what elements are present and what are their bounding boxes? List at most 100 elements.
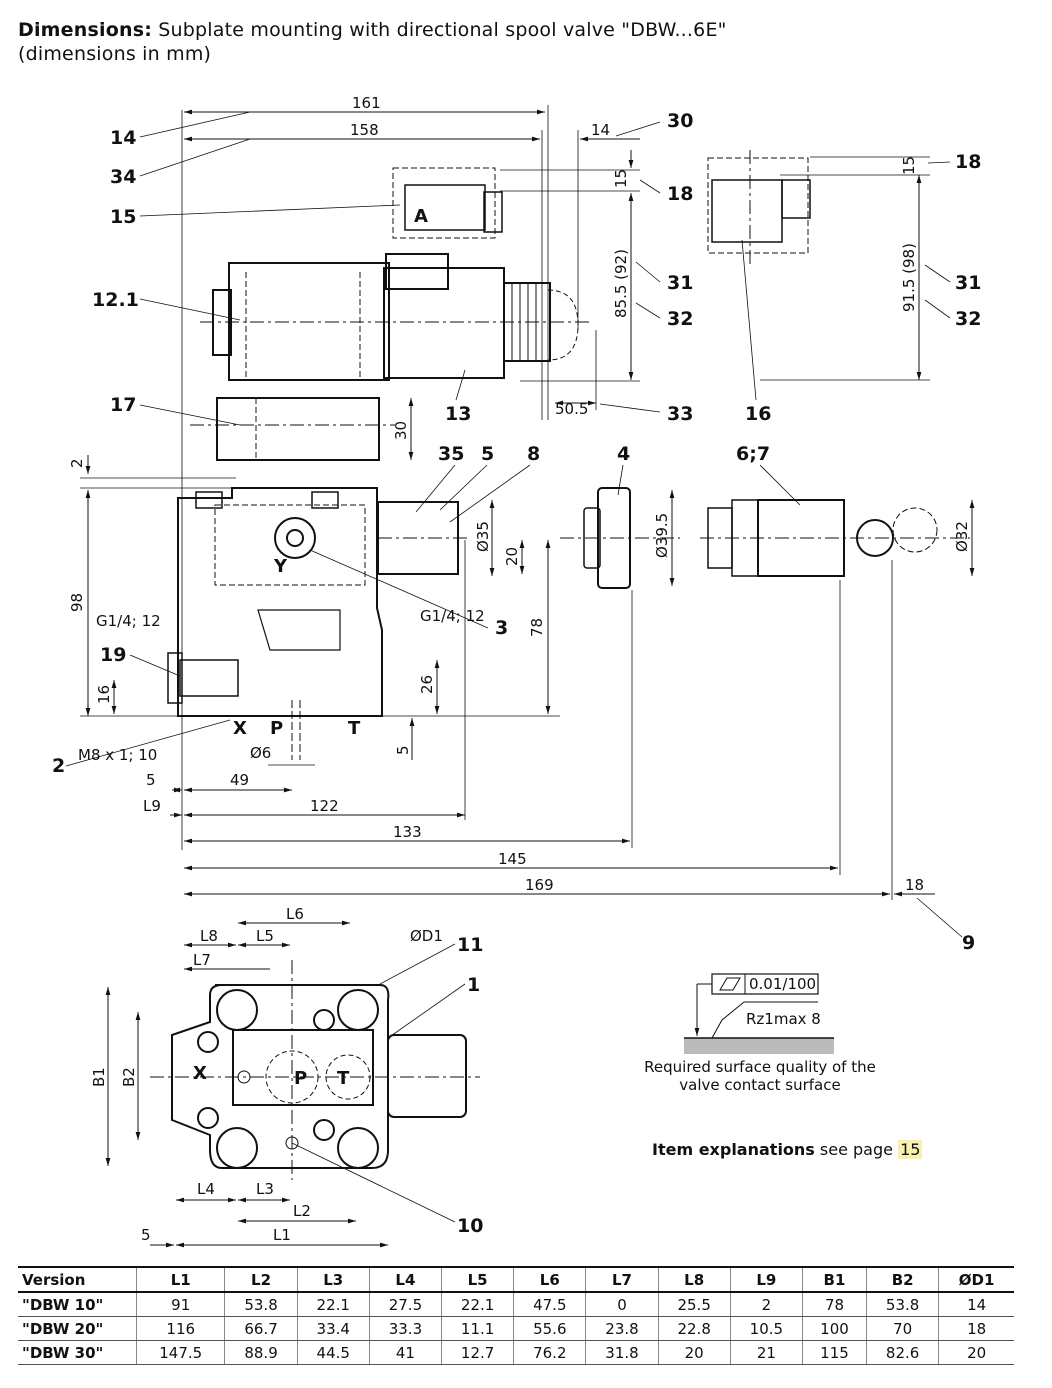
table-cell: 12.7	[441, 1340, 514, 1365]
dim-78: 78	[528, 618, 546, 637]
dim-16: 16	[95, 685, 113, 704]
item-explanations: Item explanations see page 15	[652, 1140, 923, 1159]
surface-caption: Required surface quality of the valve co…	[640, 1058, 880, 1094]
table-header: L6	[513, 1266, 586, 1293]
callout-13: 13	[445, 403, 471, 425]
port-a-label: A	[414, 206, 428, 227]
table-cell: 91	[135, 1292, 225, 1317]
callout-15: 15	[110, 206, 136, 228]
knob-view	[560, 487, 680, 589]
table-cell: 33.3	[368, 1316, 442, 1341]
dim-2: 2	[68, 458, 86, 468]
callout-34: 34	[110, 166, 136, 188]
dim-85-5: 85.5 (92)	[612, 249, 630, 318]
table-header: L3	[296, 1266, 370, 1293]
subplate-plan-view	[150, 960, 480, 1180]
table-cell: 18	[938, 1316, 1014, 1341]
page-title: Dimensions: Subplate mounting with direc…	[18, 19, 727, 41]
dim-g14-a: G1/4; 12	[96, 612, 161, 630]
dim-d1: ØD1	[410, 927, 443, 945]
dim-d32: Ø32	[953, 521, 971, 552]
dim-l8: L8	[200, 927, 218, 945]
table-cell: 116	[135, 1316, 225, 1341]
dim-5-v: 5	[394, 745, 412, 755]
table-header: L8	[657, 1266, 731, 1293]
dim-49: 49	[230, 771, 249, 789]
port-x-plan-label: X	[193, 1063, 207, 1084]
dim-91-5: 91.5 (98)	[900, 243, 918, 312]
callout-18-a: 18	[667, 183, 693, 205]
flatness-value: 0.01/100	[749, 975, 816, 993]
dim-5-bottom: 5	[141, 1226, 151, 1244]
table-header: L5	[441, 1266, 514, 1293]
callout-8: 8	[527, 443, 540, 465]
dim-14: 14	[591, 121, 610, 139]
table-cell: 76.2	[513, 1340, 586, 1365]
callout-9: 9	[962, 932, 975, 954]
table-cell: 27.5	[368, 1292, 442, 1317]
table-row: "DBW 10" 91 53.8 22.1 27.5 22.1 47.5 0 2…	[18, 1292, 1014, 1317]
technical-drawing: 14 34 15 12.1 17 13 30 18 31 32 33 16 18…	[52, 94, 981, 1248]
table-row: "DBW 30" 147.5 88.9 44.5 41 12.7 76.2 31…	[18, 1340, 1014, 1365]
dim-l2: L2	[293, 1202, 311, 1220]
dim-b1: B1	[90, 1067, 108, 1087]
dim-l4: L4	[197, 1180, 215, 1198]
table-cell: 21	[729, 1340, 803, 1365]
callout-12-1: 12.1	[92, 289, 139, 311]
callout-2: 2	[52, 755, 65, 777]
table-cell: 53.8	[224, 1292, 298, 1317]
lockable-knob-view	[700, 499, 970, 577]
table-cell: 22.1	[441, 1292, 514, 1317]
dim-l1: L1	[273, 1226, 291, 1244]
dim-133: 133	[393, 823, 422, 841]
dim-l6: L6	[286, 905, 304, 923]
table-header: B2	[866, 1266, 939, 1293]
callout-32-b: 32	[955, 308, 981, 330]
table-cell: 10.5	[729, 1316, 803, 1341]
callout-18-b: 18	[955, 151, 981, 173]
table-cell: 25.5	[657, 1292, 731, 1317]
callout-numbers: 14 34 15 12.1 17 13 30 18 31 32 33 16 18…	[52, 110, 981, 1237]
dim-26: 26	[418, 675, 436, 694]
callout-10: 10	[457, 1215, 483, 1237]
port-labels: A Y X P T X P T	[193, 206, 428, 1089]
table-cell: 115	[801, 1340, 867, 1365]
dim-5-h: 5	[146, 771, 156, 789]
table-header: L9	[729, 1266, 803, 1293]
table-cell: 22.1	[296, 1292, 370, 1317]
dim-l5: L5	[256, 927, 274, 945]
table-cell: 33.4	[296, 1316, 370, 1341]
dim-169: 169	[525, 876, 554, 894]
table-header: L2	[224, 1266, 298, 1293]
port-x-label: X	[233, 718, 247, 739]
table-cell: 82.6	[866, 1340, 939, 1365]
port-y-label: Y	[273, 556, 288, 577]
page-header: Dimensions: Subplate mounting with direc…	[18, 18, 727, 66]
dim-g14-b: G1/4; 12	[420, 607, 485, 625]
dim-d35: Ø35	[474, 521, 492, 552]
callout-35: 35	[438, 443, 464, 465]
table-cell: 66.7	[224, 1316, 298, 1341]
callout-31-b: 31	[955, 272, 981, 294]
table-cell: 78	[801, 1292, 867, 1317]
item-explanations-text: see page	[814, 1140, 899, 1159]
table-header: L7	[585, 1266, 659, 1293]
dim-145: 145	[498, 850, 527, 868]
callout-30: 30	[667, 110, 693, 132]
table-cell: 53.8	[866, 1292, 939, 1317]
table-header: L4	[368, 1266, 442, 1293]
item-explanations-page-link[interactable]: 15	[898, 1140, 923, 1159]
table-cell: 22.8	[657, 1316, 731, 1341]
dim-50-5: 50.5	[555, 400, 588, 418]
table-cell: 0	[585, 1292, 659, 1317]
dim-20: 20	[503, 547, 521, 566]
dimension-labels: 161 158 14 15 85.5 (92) 15 91.5 (98) 30 …	[68, 94, 971, 1244]
port-p-label: P	[270, 718, 283, 739]
solenoid-side-view	[707, 150, 811, 265]
callout-4: 4	[617, 443, 630, 465]
callout-6-7: 6;7	[736, 443, 770, 465]
version-dimensions-table: Version L1 L2 L3 L4 L5 L6 L7 L8 L9 B1 B2…	[18, 1266, 1014, 1365]
surface-symbol	[684, 973, 834, 1054]
table-header: B1	[801, 1266, 867, 1293]
table-cell: 20	[657, 1340, 731, 1365]
